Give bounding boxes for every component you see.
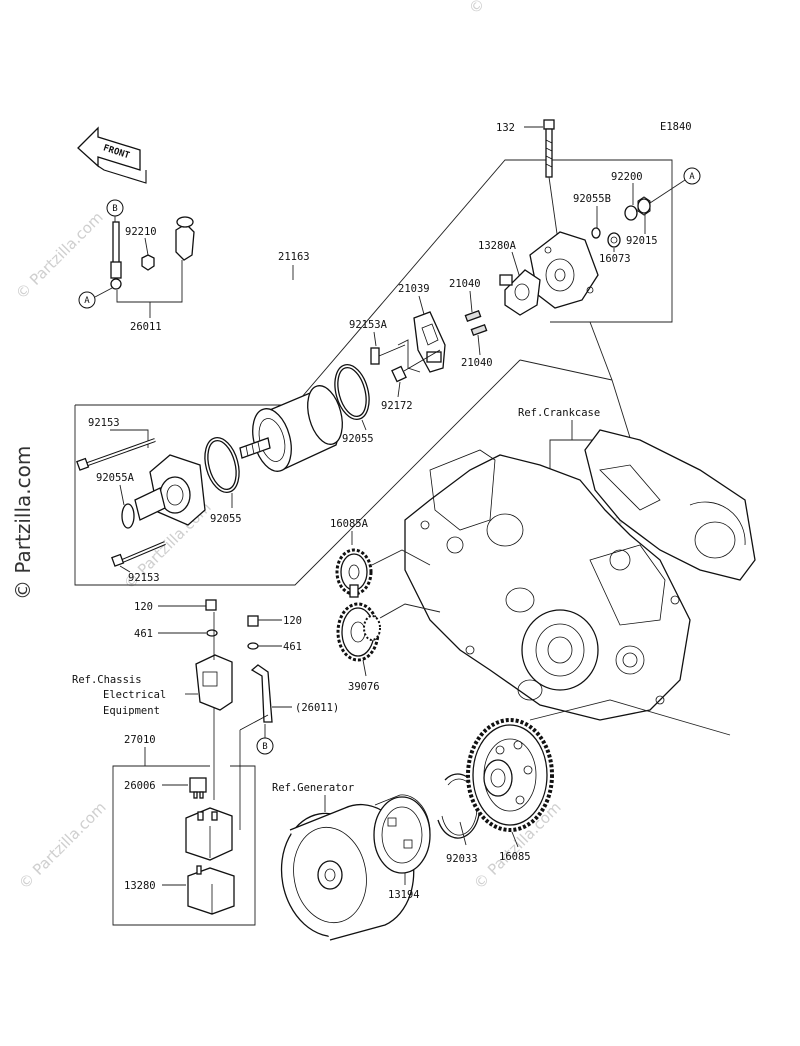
relay-13280 xyxy=(187,865,235,915)
part-label-92055B: 92055B xyxy=(573,193,611,205)
ref-chassis-line2: Electrical xyxy=(103,689,166,701)
starter-front-cover xyxy=(134,454,206,526)
part-label-92153A: 92153A xyxy=(349,319,388,331)
oring-92055A xyxy=(121,503,135,529)
oring-92055B xyxy=(591,227,601,239)
crankcase-assembly xyxy=(404,429,756,721)
part-label-92210: 92210 xyxy=(125,226,157,238)
diagram-code: E1840 xyxy=(660,121,692,133)
cable-26011 xyxy=(110,216,195,290)
watermarks: © Partzilla.com © Partzilla.com © Partzi… xyxy=(11,0,670,893)
ref-generator: Ref.Generator xyxy=(272,782,354,794)
part-label-26006: 26006 xyxy=(124,780,156,792)
part-label-92172: 92172 xyxy=(381,400,413,412)
screw-92153A xyxy=(370,344,406,365)
bolt-132 xyxy=(543,119,555,178)
part-label-92055A: 92055A xyxy=(96,472,135,484)
part-label-461-left: 461 xyxy=(134,628,153,640)
gear-39076 xyxy=(336,602,381,662)
part-label-92153-bottom: 92153 xyxy=(128,572,160,584)
part-label-16085A: 16085A xyxy=(330,518,369,530)
bolt-92153-bottom xyxy=(111,541,166,567)
part-label-92015: 92015 xyxy=(626,235,658,247)
part-label-16073: 16073 xyxy=(599,253,631,265)
washer-461-right xyxy=(247,642,259,650)
washer-16073 xyxy=(607,232,621,248)
part-label-120-left: 120 xyxy=(134,601,153,613)
nut-92015 xyxy=(637,198,651,214)
part-label-13194: 13194 xyxy=(388,889,420,901)
bolt-92153-top xyxy=(76,438,156,471)
watermark-faint-6: © Partzilla.com xyxy=(465,0,560,18)
ref-chassis-line3: Equipment xyxy=(103,705,160,717)
part-label-92033: 92033 xyxy=(446,853,478,865)
starter-clutch-13194 xyxy=(373,794,431,874)
part-label-26011-paren: (26011) xyxy=(295,702,339,714)
assembly-outline-bottom xyxy=(74,359,521,586)
cable-terminal-26011 xyxy=(250,664,273,723)
washer-92200 xyxy=(624,205,638,221)
callout-a-top-label: A xyxy=(689,172,695,182)
part-label-92055-right: 92055 xyxy=(342,433,374,445)
watermark-faint-1: © Partzilla.com xyxy=(12,208,107,303)
brush-holder xyxy=(499,269,541,316)
ref-crankcase: Ref.Crankcase xyxy=(518,407,600,419)
assembly-outline-top xyxy=(75,159,673,406)
relay-bracket xyxy=(195,612,233,711)
part-label-39076: 39076 xyxy=(348,681,380,693)
part-label-92200: 92200 xyxy=(611,171,643,183)
part-label-21039: 21039 xyxy=(398,283,430,295)
brush-springs xyxy=(464,309,488,337)
bolt-120-left xyxy=(205,599,217,611)
part-label-132: 132 xyxy=(496,122,515,134)
part-label-461-right: 461 xyxy=(283,641,302,653)
callout-b-top-label: B xyxy=(112,204,117,214)
part-label-92153-top: 92153 xyxy=(88,417,120,429)
part-label-26011: 26011 xyxy=(130,321,162,333)
front-arrow-icon: FRONT xyxy=(77,126,147,184)
part-label-27010: 27010 xyxy=(124,734,156,746)
brush-plate-21039 xyxy=(413,311,446,373)
nut-92210 xyxy=(141,254,155,271)
starter-relay xyxy=(185,807,233,861)
watermark-side: © Partzilla.com xyxy=(11,446,35,600)
fuse-26006 xyxy=(189,777,207,799)
ref-chassis-line1: Ref.Chassis xyxy=(72,674,142,686)
callout-a-left-label: A xyxy=(84,296,90,306)
gear-16085A xyxy=(335,548,373,598)
callout-a-top xyxy=(683,167,701,185)
washer-461-left xyxy=(206,629,218,637)
part-label-16085: 16085 xyxy=(499,851,531,863)
starter-motor-body xyxy=(239,385,343,472)
part-label-21040-top: 21040 xyxy=(449,278,481,290)
callout-a-left xyxy=(78,291,96,309)
part-label-21163: 21163 xyxy=(278,251,310,263)
part-label-21040-bottom: 21040 xyxy=(461,357,493,369)
part-label-92055-left: 92055 xyxy=(210,513,242,525)
bolt-120-right xyxy=(247,615,259,627)
watermark-faint-3: © Partzilla.com xyxy=(15,798,110,893)
part-label-120-right: 120 xyxy=(283,615,302,627)
screw-92172 xyxy=(391,349,441,383)
callout-b-bottom xyxy=(256,737,274,755)
starter-gear-16085 xyxy=(466,718,554,832)
part-label-13280A: 13280A xyxy=(478,240,517,252)
part-label-13280: 13280 xyxy=(124,880,156,892)
callout-b-bottom-label: B xyxy=(262,742,267,752)
starter-end-cover xyxy=(529,231,599,309)
